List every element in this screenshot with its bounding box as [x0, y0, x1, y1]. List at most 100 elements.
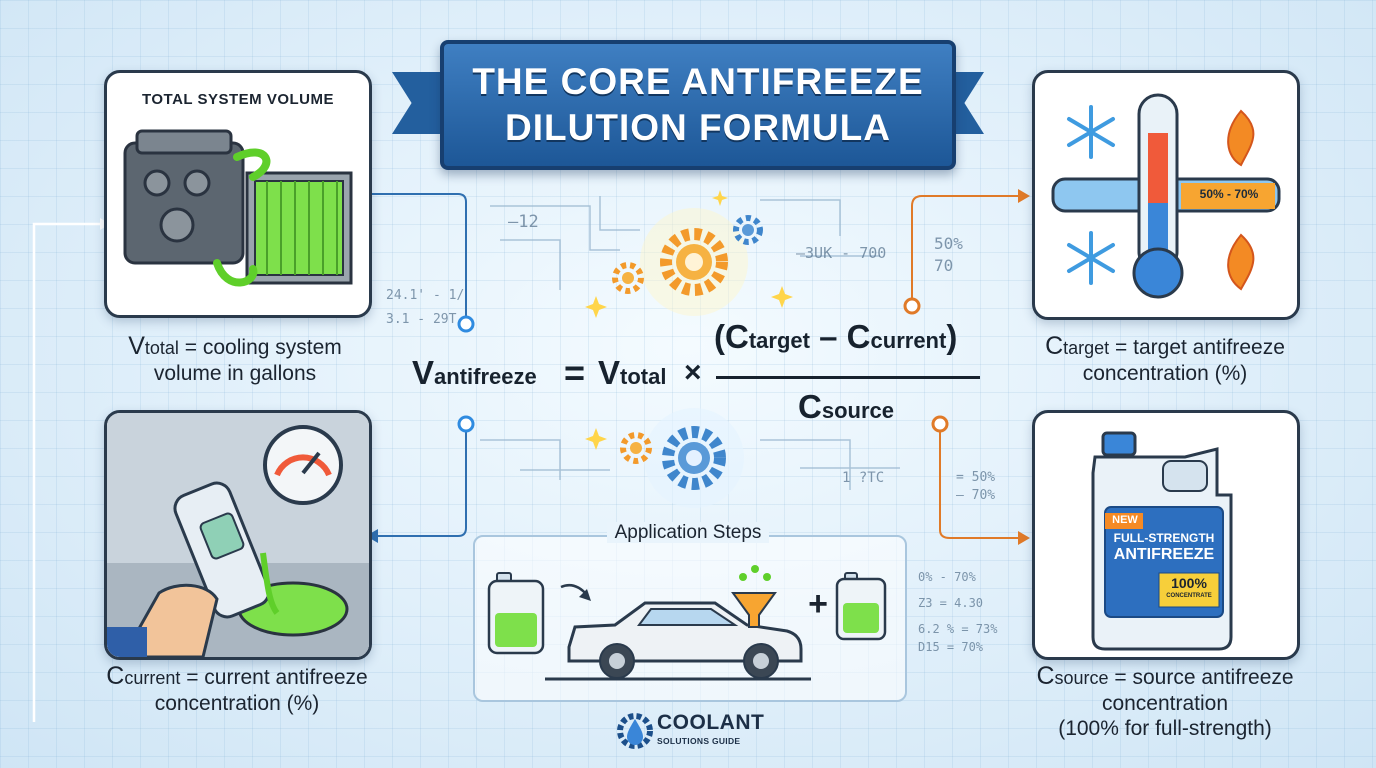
- gear-cluster-top: [612, 208, 763, 316]
- formula-symbol-v: V: [598, 354, 621, 391]
- formula-denominator: Csource: [798, 388, 894, 426]
- application-steps-title-text: Application Steps: [606, 522, 770, 543]
- logo-name: COOLANT: [657, 711, 765, 734]
- arrowhead-target: [1018, 189, 1030, 203]
- formula-symbol-v: V: [412, 354, 435, 391]
- decor-number: 70: [934, 256, 954, 275]
- application-steps-title: Application Steps: [473, 522, 903, 544]
- description-line-2: concentration (%): [154, 692, 320, 715]
- formula-numerator: (Ctarget – Ccurrent): [714, 318, 957, 356]
- gear-drop-logo-icon: [617, 713, 653, 749]
- label-v-total: Vtotal = cooling system volume in gallon…: [104, 334, 366, 386]
- card-source-concentration: NEW FULL-STRENGTH ANTIFREEZE 100% CONCEN…: [1032, 410, 1300, 660]
- engine-radiator-illustration: [123, 129, 353, 287]
- formula-subscript-antifreeze: antifreeze: [434, 364, 537, 389]
- symbol-v: V: [128, 332, 145, 360]
- formula-v-total: Vtotal: [598, 354, 666, 392]
- decor-number: D15 = 70%: [918, 640, 984, 654]
- decor-number: 50%: [934, 234, 963, 253]
- title-line-1: THE CORE ANTIFREEZE: [472, 61, 924, 102]
- subscript-target: target: [1063, 338, 1110, 358]
- dilution-formula: Vantifreeze = Vtotal × (Ctarget – Ccurre…: [408, 318, 988, 428]
- label-c-target: Ctarget = target antifreeze concentratio…: [1020, 334, 1310, 386]
- thermometer-illustration: [1051, 93, 1281, 299]
- formula-minus: –: [819, 318, 838, 355]
- formula-symbol-c: C: [798, 388, 822, 425]
- card-target-concentration: 50% - 70%: [1032, 70, 1300, 320]
- description-line-1: = cooling system: [184, 336, 342, 359]
- snowflake-icon: [1067, 105, 1115, 159]
- jug-percent: 100%: [1171, 575, 1207, 591]
- node-volume: [457, 315, 475, 333]
- description-line-2: concentration (%): [1082, 362, 1248, 385]
- description-line-2: concentration: [1101, 692, 1229, 715]
- card-total-system-volume: TOTAL SYSTEM VOLUME: [104, 70, 372, 318]
- jug-line-1: FULL-STRENGTH: [1113, 531, 1215, 545]
- coolant-jug-icon: [487, 572, 545, 655]
- jug-line-2: ANTIFREEZE: [1113, 546, 1215, 563]
- decor-number: –3UK - 700: [796, 244, 887, 262]
- description-line-1: = source antifreeze: [1114, 666, 1294, 689]
- node-target: [903, 297, 921, 315]
- label-c-current: Ccurrent = current antifreeze concentrat…: [92, 664, 382, 716]
- jug-percent-sub: CONCENTRATE: [1166, 593, 1212, 599]
- formula-equals: =: [564, 352, 586, 393]
- snowflake-icon: [1067, 231, 1115, 285]
- subscript-total: total: [144, 338, 179, 358]
- gear-cluster-bottom: [620, 408, 744, 508]
- logo-tagline: SOLUTIONS GUIDE: [657, 736, 741, 746]
- description-line-1: = target antifreeze: [1115, 336, 1285, 359]
- connector-source: [939, 424, 1022, 539]
- formula-symbol-c: C: [846, 318, 871, 355]
- decor-number: – 70%: [956, 488, 996, 503]
- connector-volume: [368, 193, 467, 324]
- symbol-c: C: [1045, 332, 1064, 360]
- range-label: 50% - 70%: [1199, 187, 1259, 201]
- card-current-concentration: [104, 410, 372, 660]
- coolant-solutions-logo: COOLANT SOLUTIONS GUIDE: [617, 709, 777, 753]
- arrowhead-current: [366, 529, 378, 543]
- funnel-icon: [731, 565, 777, 628]
- decor-number: 1 ?TC: [842, 470, 885, 486]
- decor-number: 3.1 - 29T: [386, 312, 457, 327]
- node-current: [457, 415, 475, 433]
- formula-open-paren: (: [714, 318, 725, 355]
- formula-symbol-c: C: [725, 318, 749, 355]
- description-line-2: volume in gallons: [153, 362, 317, 385]
- antifreeze-jug-illustration: [1091, 431, 1233, 651]
- title-line-2: DILUTION FORMULA: [505, 107, 891, 148]
- circuit-traces: [480, 196, 900, 490]
- description-line-3: (100% for full-strength): [1058, 717, 1272, 740]
- formula-subscript-target: target: [748, 328, 810, 353]
- title-banner: THE CORE ANTIFREEZE DILUTION FORMULA: [440, 40, 956, 170]
- plus-sign: +: [808, 585, 828, 623]
- formula-subscript-total: total: [620, 364, 667, 389]
- formula-subscript-current: current: [870, 328, 947, 353]
- decor-number: 24.1' - 1/: [386, 288, 465, 303]
- decor-number: 6.2 % = 73%: [918, 622, 998, 636]
- formula-close-paren: ): [946, 318, 958, 355]
- node-source: [931, 415, 949, 433]
- subscript-current: current: [124, 668, 181, 688]
- formula-times: ×: [684, 356, 702, 389]
- application-steps-illustration: [487, 565, 887, 681]
- arrowhead-source: [1018, 531, 1030, 545]
- flame-icon: [1227, 233, 1255, 291]
- connector-current: [374, 424, 467, 537]
- card-heading: TOTAL SYSTEM VOLUME: [141, 91, 334, 108]
- subscript-source: source: [1054, 668, 1109, 688]
- description-line-1: = current antifreeze: [186, 666, 368, 689]
- decor-number: Z3 = 4.30: [918, 596, 984, 610]
- flame-icon: [1227, 109, 1255, 167]
- refractometer-illustration: [107, 413, 369, 657]
- symbol-c: C: [1036, 662, 1055, 690]
- formula-subscript-source: source: [821, 398, 894, 423]
- formula-fraction-bar: [716, 376, 980, 379]
- decor-number: 0% - 70%: [918, 570, 976, 584]
- connector-target: [911, 195, 1022, 304]
- application-steps-panel: +: [473, 535, 907, 702]
- label-c-source: Csource = source antifreeze concentratio…: [1020, 664, 1310, 741]
- formula-lhs: Vantifreeze: [412, 354, 537, 392]
- car-icon: [545, 601, 811, 681]
